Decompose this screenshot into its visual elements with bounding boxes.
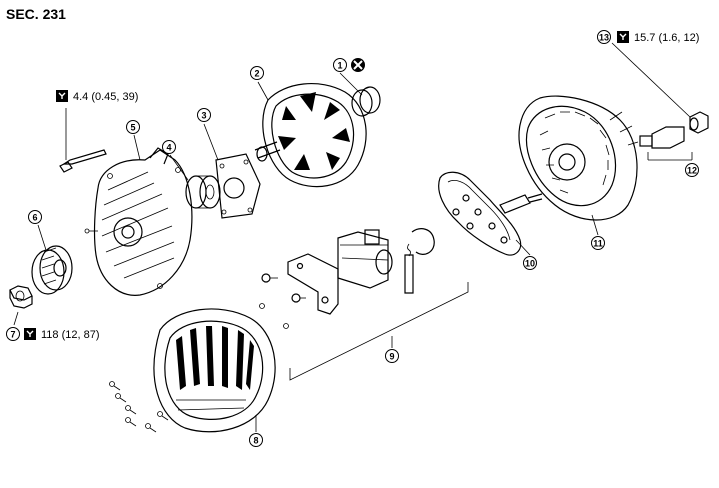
callout-3: 3 xyxy=(197,108,211,122)
torque-label-terminal-nut: 15.7 (1.6, 12) xyxy=(617,31,699,44)
callout-9: 9 xyxy=(385,349,399,363)
callout-leaders xyxy=(133,42,691,256)
callout-12: 12 xyxy=(685,163,699,177)
svg-text:3: 3 xyxy=(201,111,206,121)
regulator-brush-part xyxy=(259,228,469,381)
terminal-nut-part xyxy=(639,111,709,161)
svg-text:11: 11 xyxy=(593,239,603,249)
svg-text:4.4 (0.45, 39): 4.4 (0.45, 39) xyxy=(73,91,138,103)
torque-label-pulley-nut: 118 (12, 87) xyxy=(24,328,100,341)
front-housing-part xyxy=(93,147,193,296)
callout-10: 10 xyxy=(523,256,537,270)
callout-11: 11 xyxy=(591,236,605,250)
svg-text:8: 8 xyxy=(253,436,258,446)
svg-text:12: 12 xyxy=(687,166,697,176)
callout-7: 7 xyxy=(6,327,20,341)
callout-5: 5 xyxy=(126,120,140,134)
torque-wrench-icon xyxy=(617,31,629,43)
svg-text:13: 13 xyxy=(599,33,609,43)
section-title: SEC. 231 xyxy=(6,6,66,22)
callout-4: 4 xyxy=(162,140,176,154)
svg-text:10: 10 xyxy=(525,259,535,269)
svg-text:6: 6 xyxy=(32,213,37,223)
callout-13: 13 xyxy=(597,30,611,44)
pulley-part xyxy=(31,224,73,295)
bearing-retainer-part xyxy=(215,153,261,219)
rear-housing-part xyxy=(518,95,639,221)
rotor-part xyxy=(254,82,367,188)
callout-6: 6 xyxy=(28,210,42,224)
svg-text:5: 5 xyxy=(130,123,135,133)
front-bearing-part xyxy=(185,175,221,209)
stator-screws xyxy=(109,381,169,433)
svg-text:7: 7 xyxy=(10,330,15,340)
callout-8: 8 xyxy=(249,433,263,447)
rear-bearing-part xyxy=(351,86,381,117)
svg-text:15.7 (1.6, 12): 15.7 (1.6, 12) xyxy=(634,32,699,44)
callout-1: 1 xyxy=(333,58,347,72)
pulley-nut-part xyxy=(9,285,33,326)
svg-text:118 (12, 87): 118 (12, 87) xyxy=(41,329,100,341)
do-not-reuse-icon xyxy=(351,58,365,72)
svg-text:2: 2 xyxy=(254,69,259,79)
torque-wrench-icon xyxy=(24,328,36,340)
rectifier-part xyxy=(438,171,543,256)
callout-2: 2 xyxy=(250,66,264,80)
svg-text:9: 9 xyxy=(389,352,394,362)
svg-text:1: 1 xyxy=(337,61,342,71)
svg-text:4: 4 xyxy=(166,143,171,153)
stator-part xyxy=(109,308,276,433)
through-bolt-part xyxy=(59,108,107,234)
torque-label-bolt: 4.4 (0.45, 39) xyxy=(56,90,138,103)
torque-wrench-icon xyxy=(56,90,68,102)
